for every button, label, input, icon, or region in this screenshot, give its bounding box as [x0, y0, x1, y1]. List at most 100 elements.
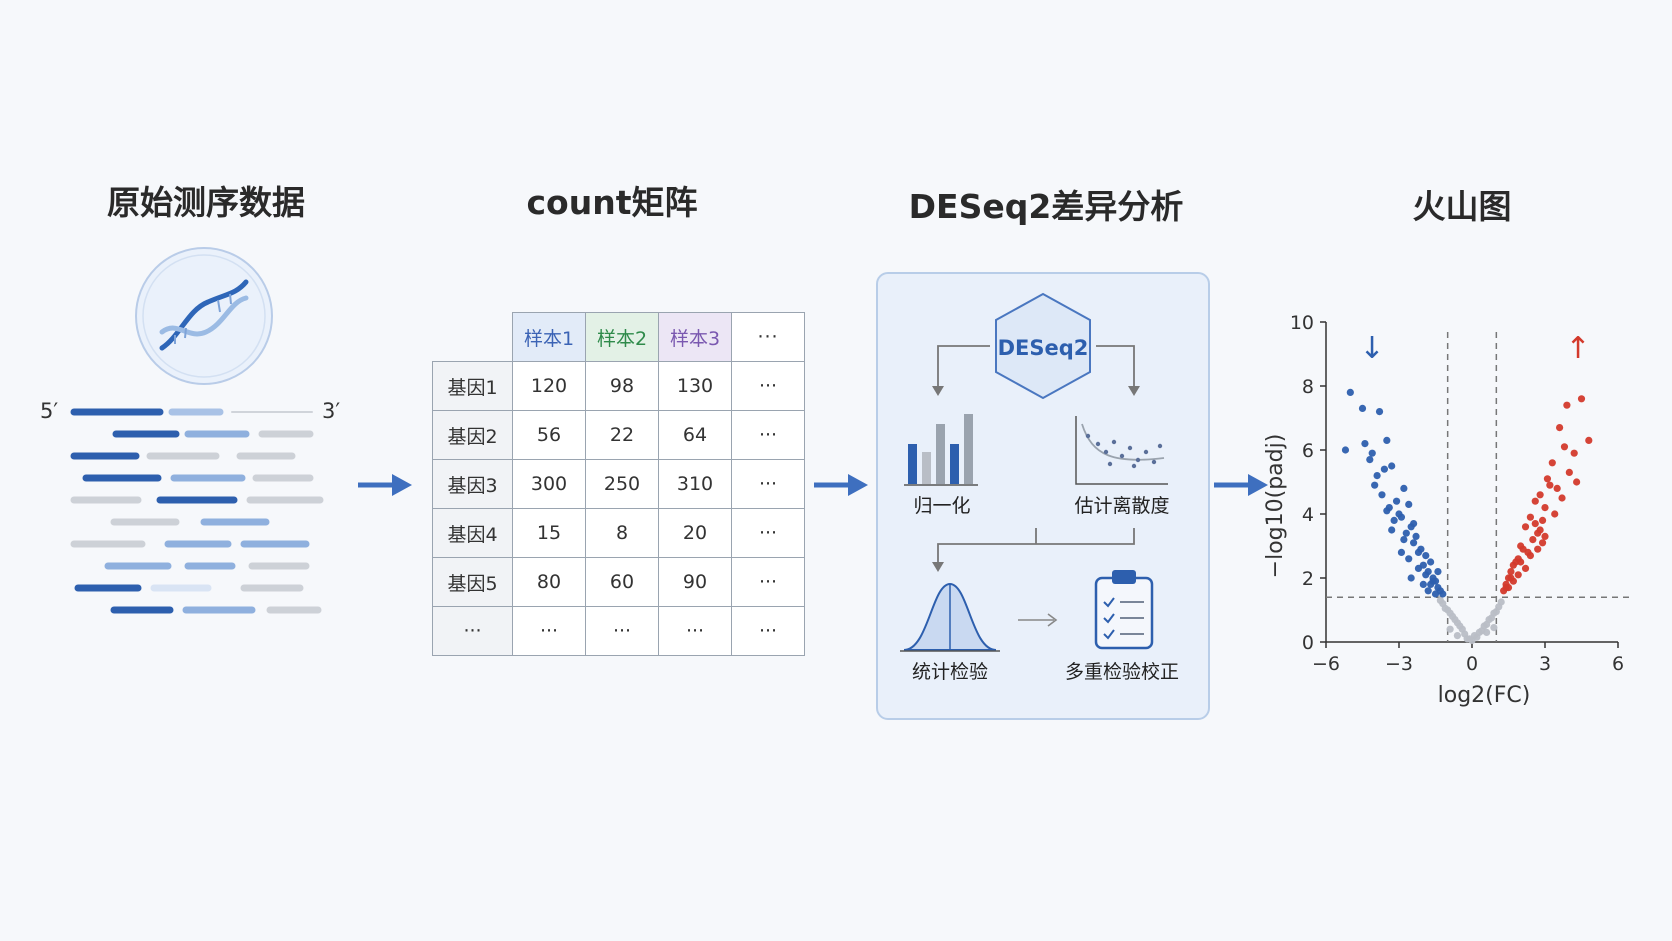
- volcano-point-down: [1410, 520, 1418, 528]
- volcano-point-up: [1541, 504, 1549, 512]
- volcano-point-down: [1392, 497, 1401, 505]
- volcano-point-down: [1417, 545, 1425, 553]
- volcano-point-down: [1410, 539, 1418, 547]
- table-row: 基因2 56 22 64 ···: [432, 410, 805, 460]
- sample-header: 样本1: [512, 312, 586, 362]
- count-cell: ···: [731, 508, 805, 558]
- five-prime-label: 5′: [40, 399, 58, 423]
- x-tick-label: 0: [1466, 653, 1478, 675]
- count-cell: 15: [512, 508, 586, 558]
- volcano-point-up: [1565, 468, 1573, 476]
- volcano-point-down: [1419, 580, 1427, 588]
- volcano-point-ns: [1490, 624, 1498, 632]
- count-cell: 80: [512, 557, 586, 607]
- dna-icon: [135, 247, 273, 385]
- volcano-point-up: [1514, 571, 1522, 579]
- clipboard-checklist-icon: [1094, 570, 1154, 650]
- volcano-point-up: [1546, 481, 1554, 489]
- down-arrow-icon: ↓: [1359, 331, 1384, 366]
- step-normalization: 归一化: [913, 495, 970, 517]
- volcano-point-up: [1517, 558, 1525, 566]
- bar-chart-icon: [904, 414, 978, 486]
- volcano-point-up: [1521, 564, 1530, 572]
- volcano-point-down: [1388, 526, 1396, 534]
- count-cell: ···: [731, 557, 805, 607]
- x-tick-label: 6: [1612, 653, 1624, 675]
- volcano-point-down: [1422, 552, 1430, 560]
- y-tick-label: 10: [1290, 312, 1314, 334]
- count-cell: 120: [512, 361, 586, 411]
- deseq2-panel: DESeq2 归一化 估计离散度: [876, 272, 1210, 720]
- volcano-point-down: [1361, 440, 1369, 448]
- count-cell: 20: [658, 508, 732, 558]
- volcano-point-down: [1383, 436, 1391, 444]
- count-cell: 250: [585, 459, 659, 509]
- volcano-point-down: [1400, 536, 1408, 544]
- table-row: 基因5 80 60 90 ···: [432, 557, 805, 607]
- x-tick-label: −6: [1312, 653, 1340, 675]
- matrix-header-row: 样本1 样本2 样本3 ···: [433, 312, 805, 362]
- volcano-point-ns: [1461, 630, 1469, 638]
- x-tick-label: −3: [1385, 653, 1413, 675]
- step-multiple-testing: 多重检验校正: [1065, 661, 1179, 683]
- count-cell: 310: [658, 459, 732, 509]
- count-cell: ···: [731, 361, 805, 411]
- volcano-point-down: [1380, 465, 1388, 473]
- volcano-ylabel: −log10(padj): [1263, 434, 1288, 579]
- volcano-point-down: [1407, 574, 1415, 582]
- y-tick-label: 8: [1302, 376, 1314, 398]
- title-deseq2: DESeq2差异分析: [908, 187, 1184, 226]
- matrix-corner: [433, 313, 513, 362]
- volcano-point-up: [1526, 552, 1534, 560]
- volcano-point-down: [1439, 590, 1447, 598]
- title-count-matrix: count矩阵: [526, 183, 698, 222]
- volcano-point-down: [1390, 516, 1398, 524]
- volcano-point-up: [1507, 574, 1515, 582]
- volcano-point-down: [1414, 564, 1423, 572]
- count-cell: 56: [512, 410, 586, 460]
- volcano-point-ns: [1451, 616, 1459, 624]
- count-cell: ···: [731, 606, 805, 656]
- volcano-point-down: [1395, 510, 1403, 518]
- volcano-point-ns: [1453, 632, 1461, 640]
- count-cell: 98: [585, 361, 659, 411]
- volcano-point-up: [1536, 491, 1544, 499]
- volcano-point-up: [1534, 545, 1542, 553]
- count-cell: 8: [585, 508, 659, 558]
- title-raw-data: 原始测序数据: [107, 183, 305, 222]
- count-cell: 64: [658, 410, 732, 460]
- gene-label: 基因2: [432, 410, 513, 460]
- volcano-point-down: [1434, 568, 1442, 576]
- y-tick-label: 4: [1302, 504, 1314, 526]
- volcano-point-down: [1427, 558, 1435, 566]
- step-dispersion: 估计离散度: [1074, 495, 1169, 517]
- volcano-point-up: [1558, 494, 1566, 502]
- volcano-point-up: [1541, 532, 1549, 540]
- volcano-point-up: [1529, 536, 1537, 544]
- arrow-right-icon: [1214, 474, 1268, 496]
- volcano-point-ns: [1456, 622, 1464, 630]
- volcano-point-down: [1412, 532, 1420, 540]
- volcano-point-ns: [1483, 628, 1491, 636]
- volcano-point-up: [1507, 568, 1515, 576]
- step-statistical-test: 统计检验: [912, 661, 988, 683]
- volcano-point-up: [1560, 443, 1569, 451]
- volcano-point-up: [1519, 545, 1527, 553]
- volcano-point-down: [1378, 491, 1386, 499]
- gene-label: 基因4: [432, 508, 513, 558]
- volcano-point-ns: [1441, 604, 1449, 612]
- volcano-point-ns: [1446, 609, 1454, 617]
- volcano-point-up: [1585, 436, 1593, 444]
- y-tick-label: 0: [1302, 632, 1314, 654]
- count-cell: ···: [585, 606, 659, 656]
- count-cell: ···: [658, 606, 732, 656]
- volcano-point-down: [1422, 571, 1430, 579]
- volcano-point-up: [1536, 526, 1544, 534]
- title-volcano: 火山图: [1412, 187, 1512, 226]
- dispersion-plot-icon: [1075, 416, 1168, 485]
- volcano-point-down: [1368, 449, 1376, 457]
- volcano-point-down: [1402, 529, 1410, 537]
- arrow-right-icon: [358, 474, 412, 496]
- raw-reads-illustration: 5′ 3′: [40, 247, 340, 614]
